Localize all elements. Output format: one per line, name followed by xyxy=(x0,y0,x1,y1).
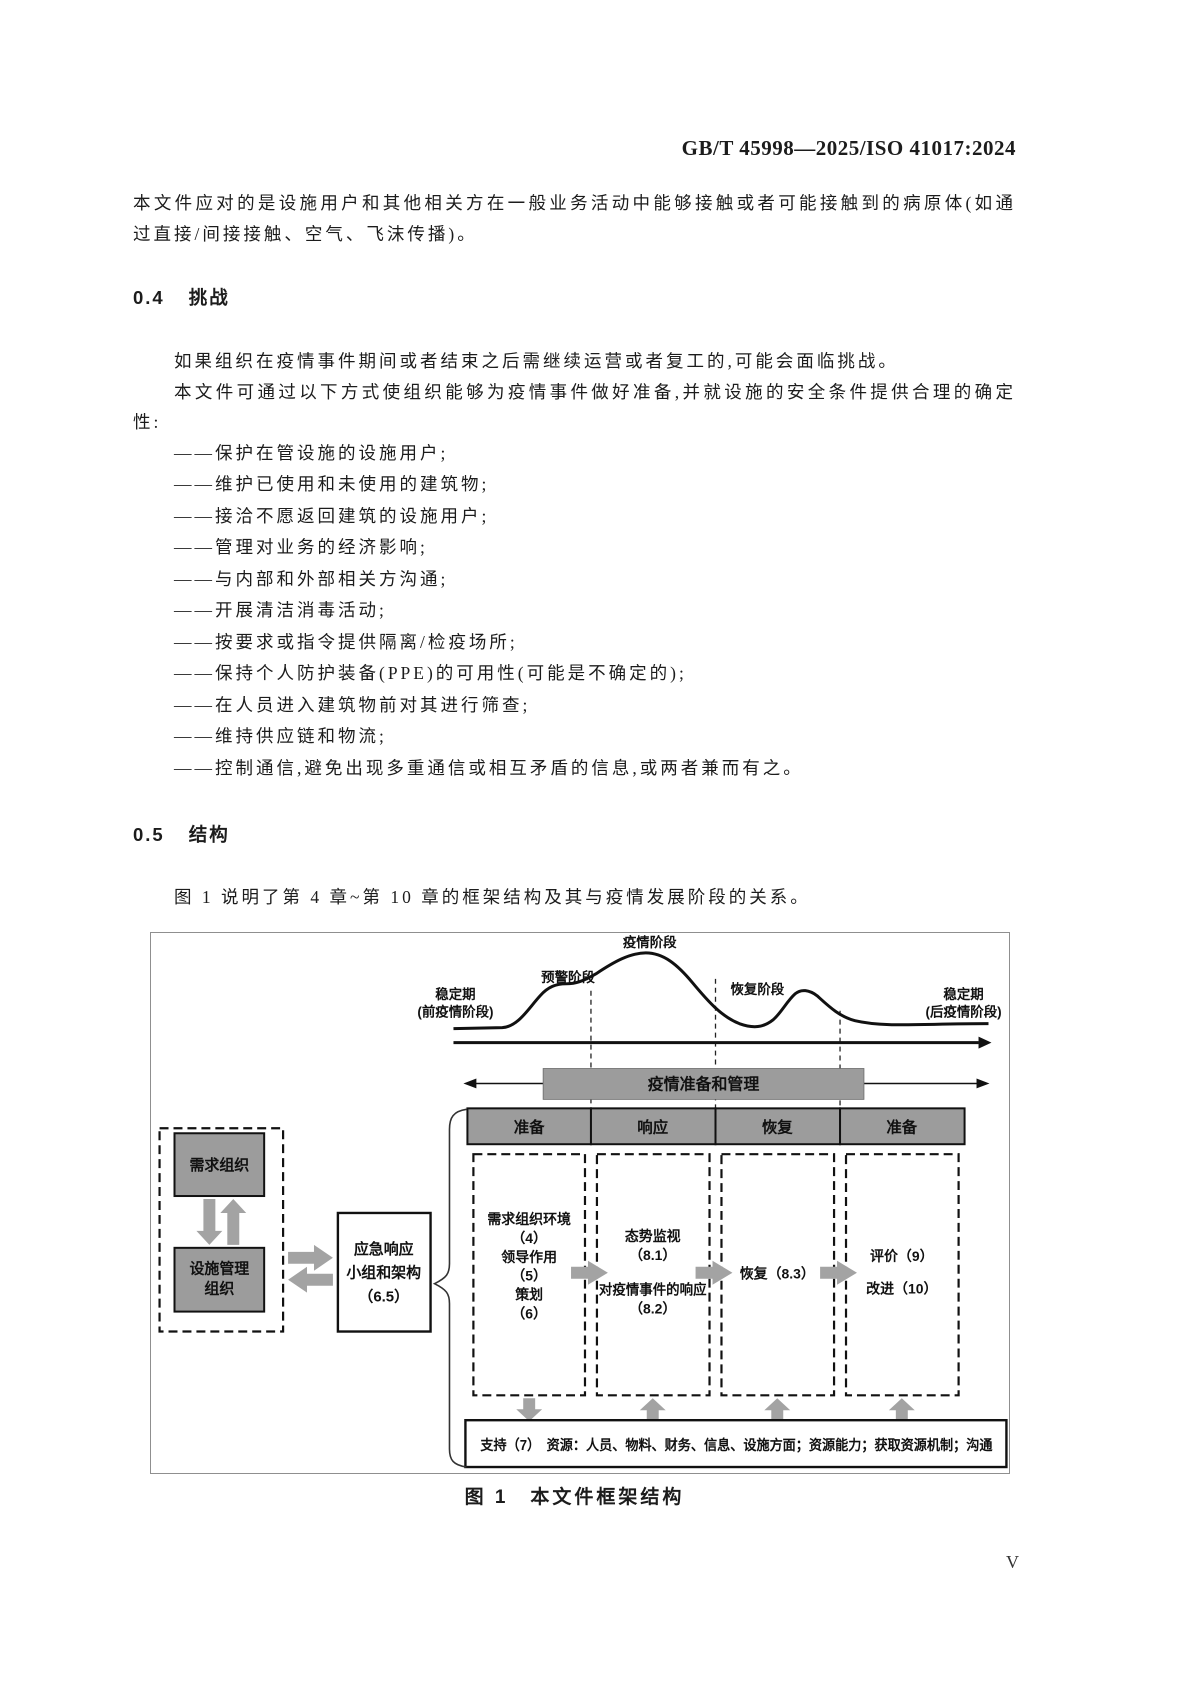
support-bar-arrows xyxy=(516,1397,915,1421)
fm-org-label: 设施管理 xyxy=(189,1259,249,1277)
section-number: 0.4 xyxy=(133,287,165,308)
standard-code-header: GB/T 45998—2025/ISO 41017:2024 xyxy=(681,136,1016,160)
fm-org-label-2: 组织 xyxy=(204,1279,234,1297)
list-item: ——维护已使用和未使用的建筑物; xyxy=(174,474,490,494)
ert-label-3: （6.5） xyxy=(358,1287,409,1305)
box-contents: 需求组织环境 （4） 领导作用 （5） 策划 （6） 态势监视 （8.1） 对疫… xyxy=(487,1210,937,1321)
between-box-arrows xyxy=(571,1260,857,1285)
phase-header-prepare2: 准备 xyxy=(886,1117,917,1136)
section-title: 结构 xyxy=(188,824,230,845)
ert-label-1: 应急响应 xyxy=(354,1239,414,1257)
phase-header-respond: 响应 xyxy=(637,1117,668,1136)
mgmt-bar xyxy=(542,1067,865,1100)
org-horizontal-arrows xyxy=(288,1244,333,1293)
figure-1-framework-diagram: 稳定期 (前疫情阶段) 预警阶段 疫情阶段 恢复阶段 稳定期 (后疫情阶段) xyxy=(150,931,1010,1474)
paragraph: 图 1 说明了第 4 章~第 10 章的框架结构及其与疫情发展阶段的关系。 xyxy=(174,887,811,907)
page-number: V xyxy=(1006,1552,1019,1572)
arrow-up-icon xyxy=(220,1198,247,1245)
svg-text:（8.1）: （8.1） xyxy=(629,1246,676,1262)
arrow-left-icon xyxy=(288,1266,333,1293)
list-item: ——按要求或指令提供隔离/检疫场所; xyxy=(174,631,518,652)
list-item: ——控制通信,避免出现多重通信或相互矛盾的信息,或两者兼而有之。 xyxy=(174,757,804,778)
list-item: ——开展清洁消毒活动; xyxy=(174,600,387,620)
support-bar-label: 支持（7） 资源：人员、物料、财务、信息、设施方面；资源能力；获取资源机制；沟通 xyxy=(480,1436,993,1454)
timeline-axis xyxy=(453,1036,992,1049)
box-prepare2 xyxy=(844,1152,960,1396)
arrow-right-icon xyxy=(695,1260,733,1285)
svg-text:恢复（8.3）: 恢复（8.3） xyxy=(740,1265,815,1281)
arrow-up-icon xyxy=(764,1397,791,1421)
demand-org-label: 需求组织 xyxy=(189,1156,249,1174)
svg-text:领导作用: 领导作用 xyxy=(501,1248,557,1264)
label-recovery-phase: 恢复阶段 xyxy=(730,980,784,996)
arrow-down-icon xyxy=(516,1397,543,1421)
emergency-response-team-box xyxy=(336,1211,432,1333)
svg-text:（5）: （5） xyxy=(511,1267,547,1283)
epidemic-curve xyxy=(453,950,989,1030)
phase-header-recover: 恢复 xyxy=(762,1117,793,1136)
svg-text:（6）: （6） xyxy=(511,1305,547,1321)
svg-text:需求组织环境: 需求组织环境 xyxy=(487,1210,571,1226)
paragraph: 本文件可通过以下方式使组织能够为疫情事件做好准备,并就设施的安全条件提供合理的确… xyxy=(133,381,1016,433)
section-number: 0.5 xyxy=(133,824,165,845)
fm-org-box xyxy=(173,1246,266,1313)
arrow-right-icon xyxy=(820,1260,857,1285)
intro-paragraph: 本文件应对的是设施用户和其他相关方在一般业务活动中能够接触或者可能接触到的病原体… xyxy=(133,193,1016,244)
framework-diagram-svg: 稳定期 (前疫情阶段) 预警阶段 疫情阶段 恢复阶段 稳定期 (后疫情阶段) xyxy=(158,933,1008,1468)
arrow-up-icon xyxy=(888,1397,915,1421)
list-item: ——接洽不愿返回建筑的设施用户; xyxy=(174,505,490,526)
svg-text:评价（9）: 评价（9） xyxy=(870,1247,934,1263)
svg-text:态势监视: 态势监视 xyxy=(625,1227,681,1243)
label-epidemic-phase: 疫情阶段 xyxy=(623,933,677,949)
list-item: ——与内部和外部相关方沟通; xyxy=(174,568,449,589)
svg-text:（4）: （4） xyxy=(511,1229,547,1245)
label-stable-pre: 稳定期 xyxy=(435,985,475,1001)
left-arrowhead xyxy=(463,1077,477,1088)
section-heading-0-5: 0.5 结构 xyxy=(133,822,1016,848)
arrow-down-icon xyxy=(196,1198,223,1245)
section-heading-0-4: 0.4 挑战 xyxy=(133,285,1016,311)
phase-header-prepare: 准备 xyxy=(514,1117,545,1136)
mgmt-bar-label: 疫情准备和管理 xyxy=(648,1074,760,1093)
svg-text:策划: 策划 xyxy=(514,1286,543,1302)
svg-text:对疫情事件的响应: 对疫情事件的响应 xyxy=(599,1281,707,1297)
phase-header-row: 准备 响应 恢复 准备 xyxy=(466,1106,966,1145)
ert-label-2: 小组和架构 xyxy=(346,1263,421,1281)
org-group-dashed-box xyxy=(158,1126,285,1333)
svg-text:（8.2）: （8.2） xyxy=(629,1300,676,1316)
right-arrowhead xyxy=(976,1077,990,1088)
label-alert-phase: 预警阶段 xyxy=(541,968,595,984)
challenge-list: ——保护在管设施的设施用户; ——维护已使用和未使用的建筑物; ——接洽不愿返回… xyxy=(133,438,1016,785)
svg-text:改进（10）: 改进（10） xyxy=(866,1280,937,1296)
demand-org-box xyxy=(173,1131,266,1197)
axis-arrowhead xyxy=(978,1036,992,1049)
support-bar xyxy=(464,1418,1008,1468)
label-stable-post-sub: (后疫情阶段) xyxy=(926,1003,1002,1019)
list-item: ——在人员进入建筑物前对其进行筛查; xyxy=(174,694,531,715)
label-stable-post: 稳定期 xyxy=(943,985,983,1001)
arrow-right-icon xyxy=(288,1244,333,1271)
arrow-right-icon xyxy=(571,1260,608,1285)
framework-brace xyxy=(432,1108,467,1468)
paragraph: 如果组织在疫情事件期间或者结束之后需继续运营或者复工的,可能会面临挑战。 xyxy=(174,351,899,371)
list-item: ——管理对业务的经济影响; xyxy=(174,537,428,557)
label-stable-pre-sub: (前疫情阶段) xyxy=(417,1003,493,1019)
list-item: ——保持个人防护装备(PPE)的可用性(可能是不确定的); xyxy=(174,663,687,683)
page-content: 本文件应对的是设施用户和其他相关方在一般业务活动中能够接触或者可能接触到的病原体… xyxy=(133,188,1016,1511)
box-respond xyxy=(595,1152,711,1396)
section-title: 挑战 xyxy=(188,287,230,308)
list-item: ——保护在管设施的设施用户; xyxy=(174,442,449,463)
figure-caption: 图 1 本文件框架结构 xyxy=(464,1486,685,1508)
arrow-up-icon xyxy=(639,1397,666,1421)
org-vertical-arrows xyxy=(196,1198,247,1245)
list-item: ——维持供应链和物流; xyxy=(174,726,387,746)
